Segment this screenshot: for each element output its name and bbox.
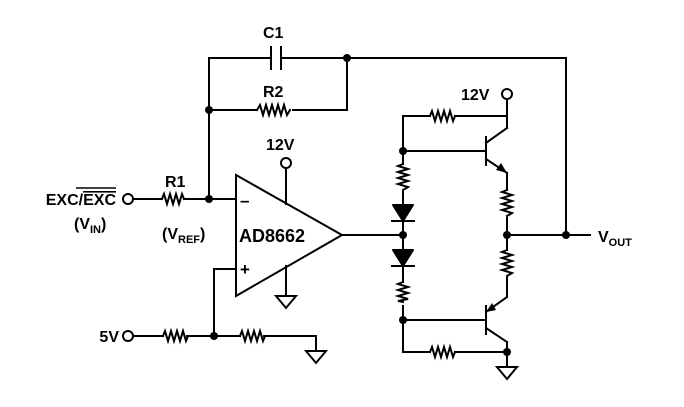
- opamp-supply-label: 12V: [266, 137, 295, 154]
- junction-dots: [205, 54, 570, 356]
- diode-top: [391, 204, 415, 236]
- opamp-minus-sign: –: [240, 191, 249, 210]
- opamp-supply-terminal[interactable]: [280, 157, 292, 169]
- capacitor-c1: [270, 46, 282, 70]
- resistor-emitter-top: [498, 188, 516, 218]
- input-label-bar: EXC: [83, 192, 116, 209]
- opamp-plus-sign: +: [240, 260, 250, 279]
- bias-wire: [133, 268, 317, 352]
- resistor-upper-left: [394, 162, 412, 192]
- opamp-ground-symbol: [273, 265, 299, 310]
- c1-label: C1: [263, 25, 284, 42]
- resistor-bias-bottom: [428, 343, 457, 361]
- diode-bottom: [391, 234, 415, 271]
- resistor-lower-left: [394, 280, 412, 304]
- bias-supply-label: 5V: [99, 329, 119, 346]
- resistor-r2: [255, 101, 292, 119]
- input-label: EXC/EXC: [46, 192, 117, 209]
- input-terminal[interactable]: [122, 193, 134, 205]
- feedback-wire: [208, 57, 567, 236]
- resistor-bias-top: [428, 107, 457, 125]
- opamp-ad8662: [235, 173, 345, 298]
- driver-wire: [341, 98, 591, 368]
- transistor-pnp-bottom: [484, 295, 509, 344]
- driver-supply-label: 12V: [461, 87, 490, 104]
- driver-supply-terminal[interactable]: [501, 88, 513, 100]
- vref-label: (VREF): [162, 226, 205, 246]
- vout-label: VOUT: [598, 229, 632, 249]
- r1-label: R1: [165, 174, 186, 191]
- vin-label: (VIN): [74, 216, 106, 236]
- bias-ground-symbol: [303, 350, 329, 365]
- opamp-part-label: AD8662: [239, 226, 305, 246]
- transistor-npn-top: [484, 126, 509, 175]
- resistor-r1: [160, 190, 186, 208]
- driver-ground-symbol: [494, 366, 520, 381]
- resistor-emitter-bottom: [498, 248, 516, 278]
- bias-supply-terminal[interactable]: [122, 330, 134, 342]
- resistor-bias-2: [238, 327, 267, 345]
- resistor-bias-1: [161, 327, 190, 345]
- r2-label: R2: [263, 84, 284, 101]
